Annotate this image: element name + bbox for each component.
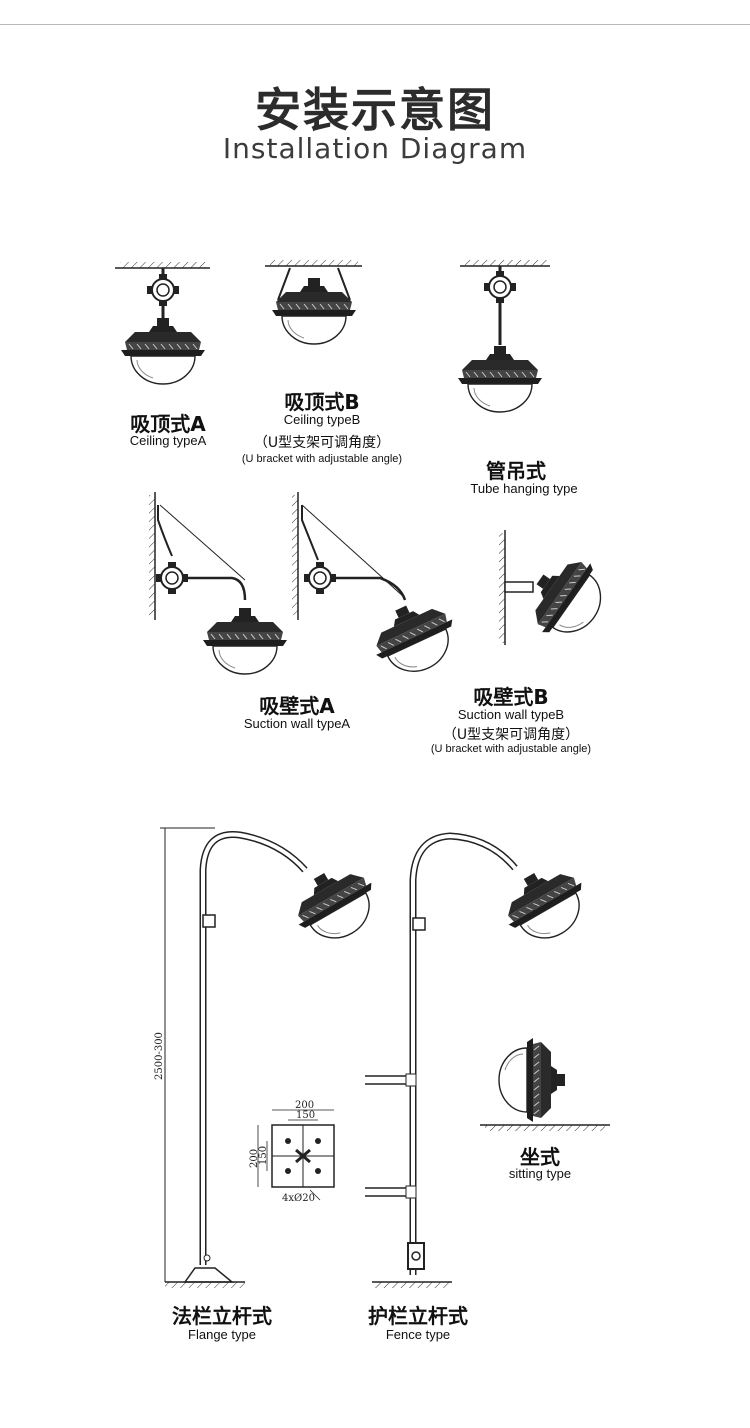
flange-plate-drawing: 200 150 200 150 4xØ20 [249,1100,335,1204]
tube-label-en: Tube hanging type [470,481,578,496]
ceiling-b-note-en: (U bracket with adjustable angle) [241,453,403,465]
wall-b-note-cn: （U型支架可调角度） [442,727,580,743]
dim-outer-height: 200 [249,1149,260,1168]
wall-b-drawing [499,530,619,653]
wall-a-right-drawing [292,492,468,687]
dim-inner-height: 150 [258,1146,269,1165]
dim-holes: 4xØ20 [282,1193,315,1204]
page-title: 安装示意图 [255,83,495,137]
flange-label-en: Flange type [188,1327,256,1342]
tube-label-cn: 管吊式 [486,459,546,483]
dim-inner-width: 150 [296,1110,315,1121]
fence-label-en: Fence type [385,1327,451,1342]
flange-label-cn: 法栏立杆式 [172,1304,272,1328]
ceiling-b-drawing [265,260,362,345]
fence-pole-drawing [365,832,600,1288]
sitting-label-cn: 坐式 [520,1145,560,1169]
flange-pole-drawing: 2500-300 [154,827,390,1288]
wall-a-left-drawing [149,492,288,675]
wall-b-label-en: Suction wall typeB [457,707,565,722]
wall-b-note-en: (U bracket with adjustable angle) [430,743,592,755]
page-subtitle: Installation Diagram [222,132,528,165]
top-divider [0,24,750,25]
ceiling-a-label-cn: 吸顶式A [130,412,206,436]
fence-label-cn: 护栏立杆式 [368,1304,468,1328]
ceiling-b-label-en: Ceiling typeB [283,412,361,427]
pole-height-dim: 2500-300 [154,1032,165,1080]
wall-b-label-cn: 吸壁式B [473,685,549,709]
ceiling-b-note-cn: （U型支架可调角度） [253,435,391,451]
sitting-drawing [480,1037,610,1131]
wall-a-label-cn: 吸壁式A [259,694,335,718]
wall-a-label-en: Suction wall typeA [243,716,351,731]
ceiling-a-drawing [115,262,210,385]
sitting-label-en: sitting type [508,1166,572,1181]
dim-outer-width: 200 [295,1100,314,1111]
ceiling-a-label-en: Ceiling typeA [129,433,207,448]
tube-hanging-drawing [457,260,550,413]
ceiling-b-label-cn: 吸顶式B [284,390,360,414]
